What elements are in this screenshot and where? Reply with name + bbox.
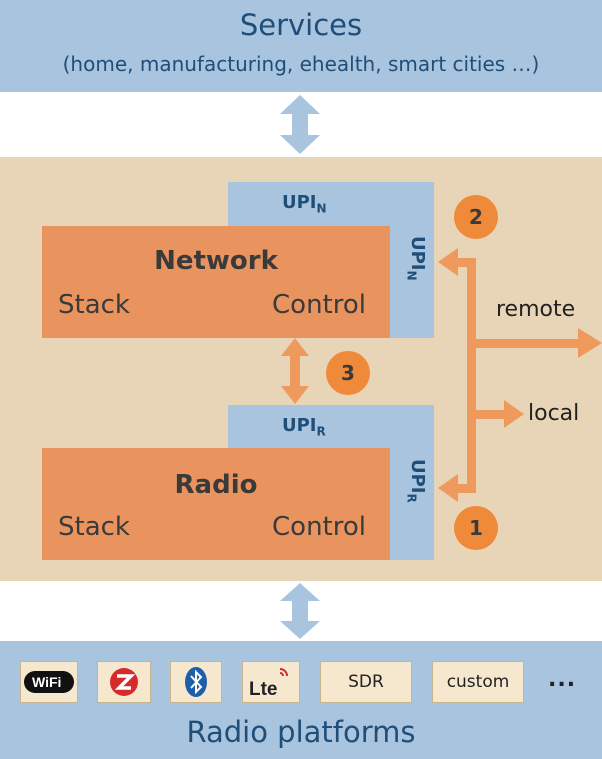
radio-platforms-bar: WiFi Lte SDR custom ... Radio platforms bbox=[0, 641, 602, 759]
sdr-chip: SDR bbox=[320, 661, 412, 703]
network-box: Network Stack Control bbox=[42, 226, 390, 338]
badge-three: 3 bbox=[326, 351, 370, 395]
lte-text: Lte bbox=[249, 679, 278, 699]
platforms-double-arrow bbox=[280, 583, 320, 639]
network-control-label: Control bbox=[272, 290, 366, 320]
remote-label: remote bbox=[496, 297, 576, 322]
radio-control-label: Control bbox=[272, 512, 366, 542]
radio-upi-top-label: UPIR bbox=[282, 415, 326, 439]
radio-platforms-title: Radio platforms bbox=[186, 715, 416, 749]
bluetooth-chip bbox=[170, 661, 222, 703]
lte-chip: Lte bbox=[242, 661, 300, 703]
radio-box: Radio Stack Control bbox=[42, 448, 390, 560]
bluetooth-logo-icon bbox=[185, 667, 207, 697]
network-upi-top-label: UPIN bbox=[282, 192, 327, 216]
custom-chip: custom bbox=[432, 661, 524, 703]
network-stack-label: Stack bbox=[58, 290, 130, 320]
services-double-arrow bbox=[280, 95, 320, 154]
radio-title: Radio bbox=[174, 470, 258, 500]
zigbee-chip bbox=[97, 661, 151, 703]
wifi-logo-icon: WiFi bbox=[24, 671, 74, 693]
wifi-text: WiFi bbox=[32, 674, 61, 690]
services-bar: Services (home, manufacturing, ehealth, … bbox=[0, 0, 602, 92]
control-tree-arrow bbox=[438, 248, 602, 502]
badge-two: 2 bbox=[454, 195, 498, 239]
services-title: Services bbox=[239, 8, 363, 42]
more-platforms-ellipsis: ... bbox=[548, 667, 577, 692]
network-title: Network bbox=[154, 246, 278, 276]
wifi-chip: WiFi bbox=[20, 661, 78, 703]
lte-logo-icon: Lte bbox=[249, 668, 288, 699]
badge-one: 1 bbox=[454, 506, 498, 550]
services-subtitle: (home, manufacturing, ehealth, smart cit… bbox=[62, 52, 540, 76]
network-radio-arrow bbox=[281, 338, 309, 404]
radio-stack-label: Stack bbox=[58, 512, 130, 542]
zigbee-logo-icon bbox=[110, 668, 138, 696]
local-label: local bbox=[528, 401, 580, 426]
